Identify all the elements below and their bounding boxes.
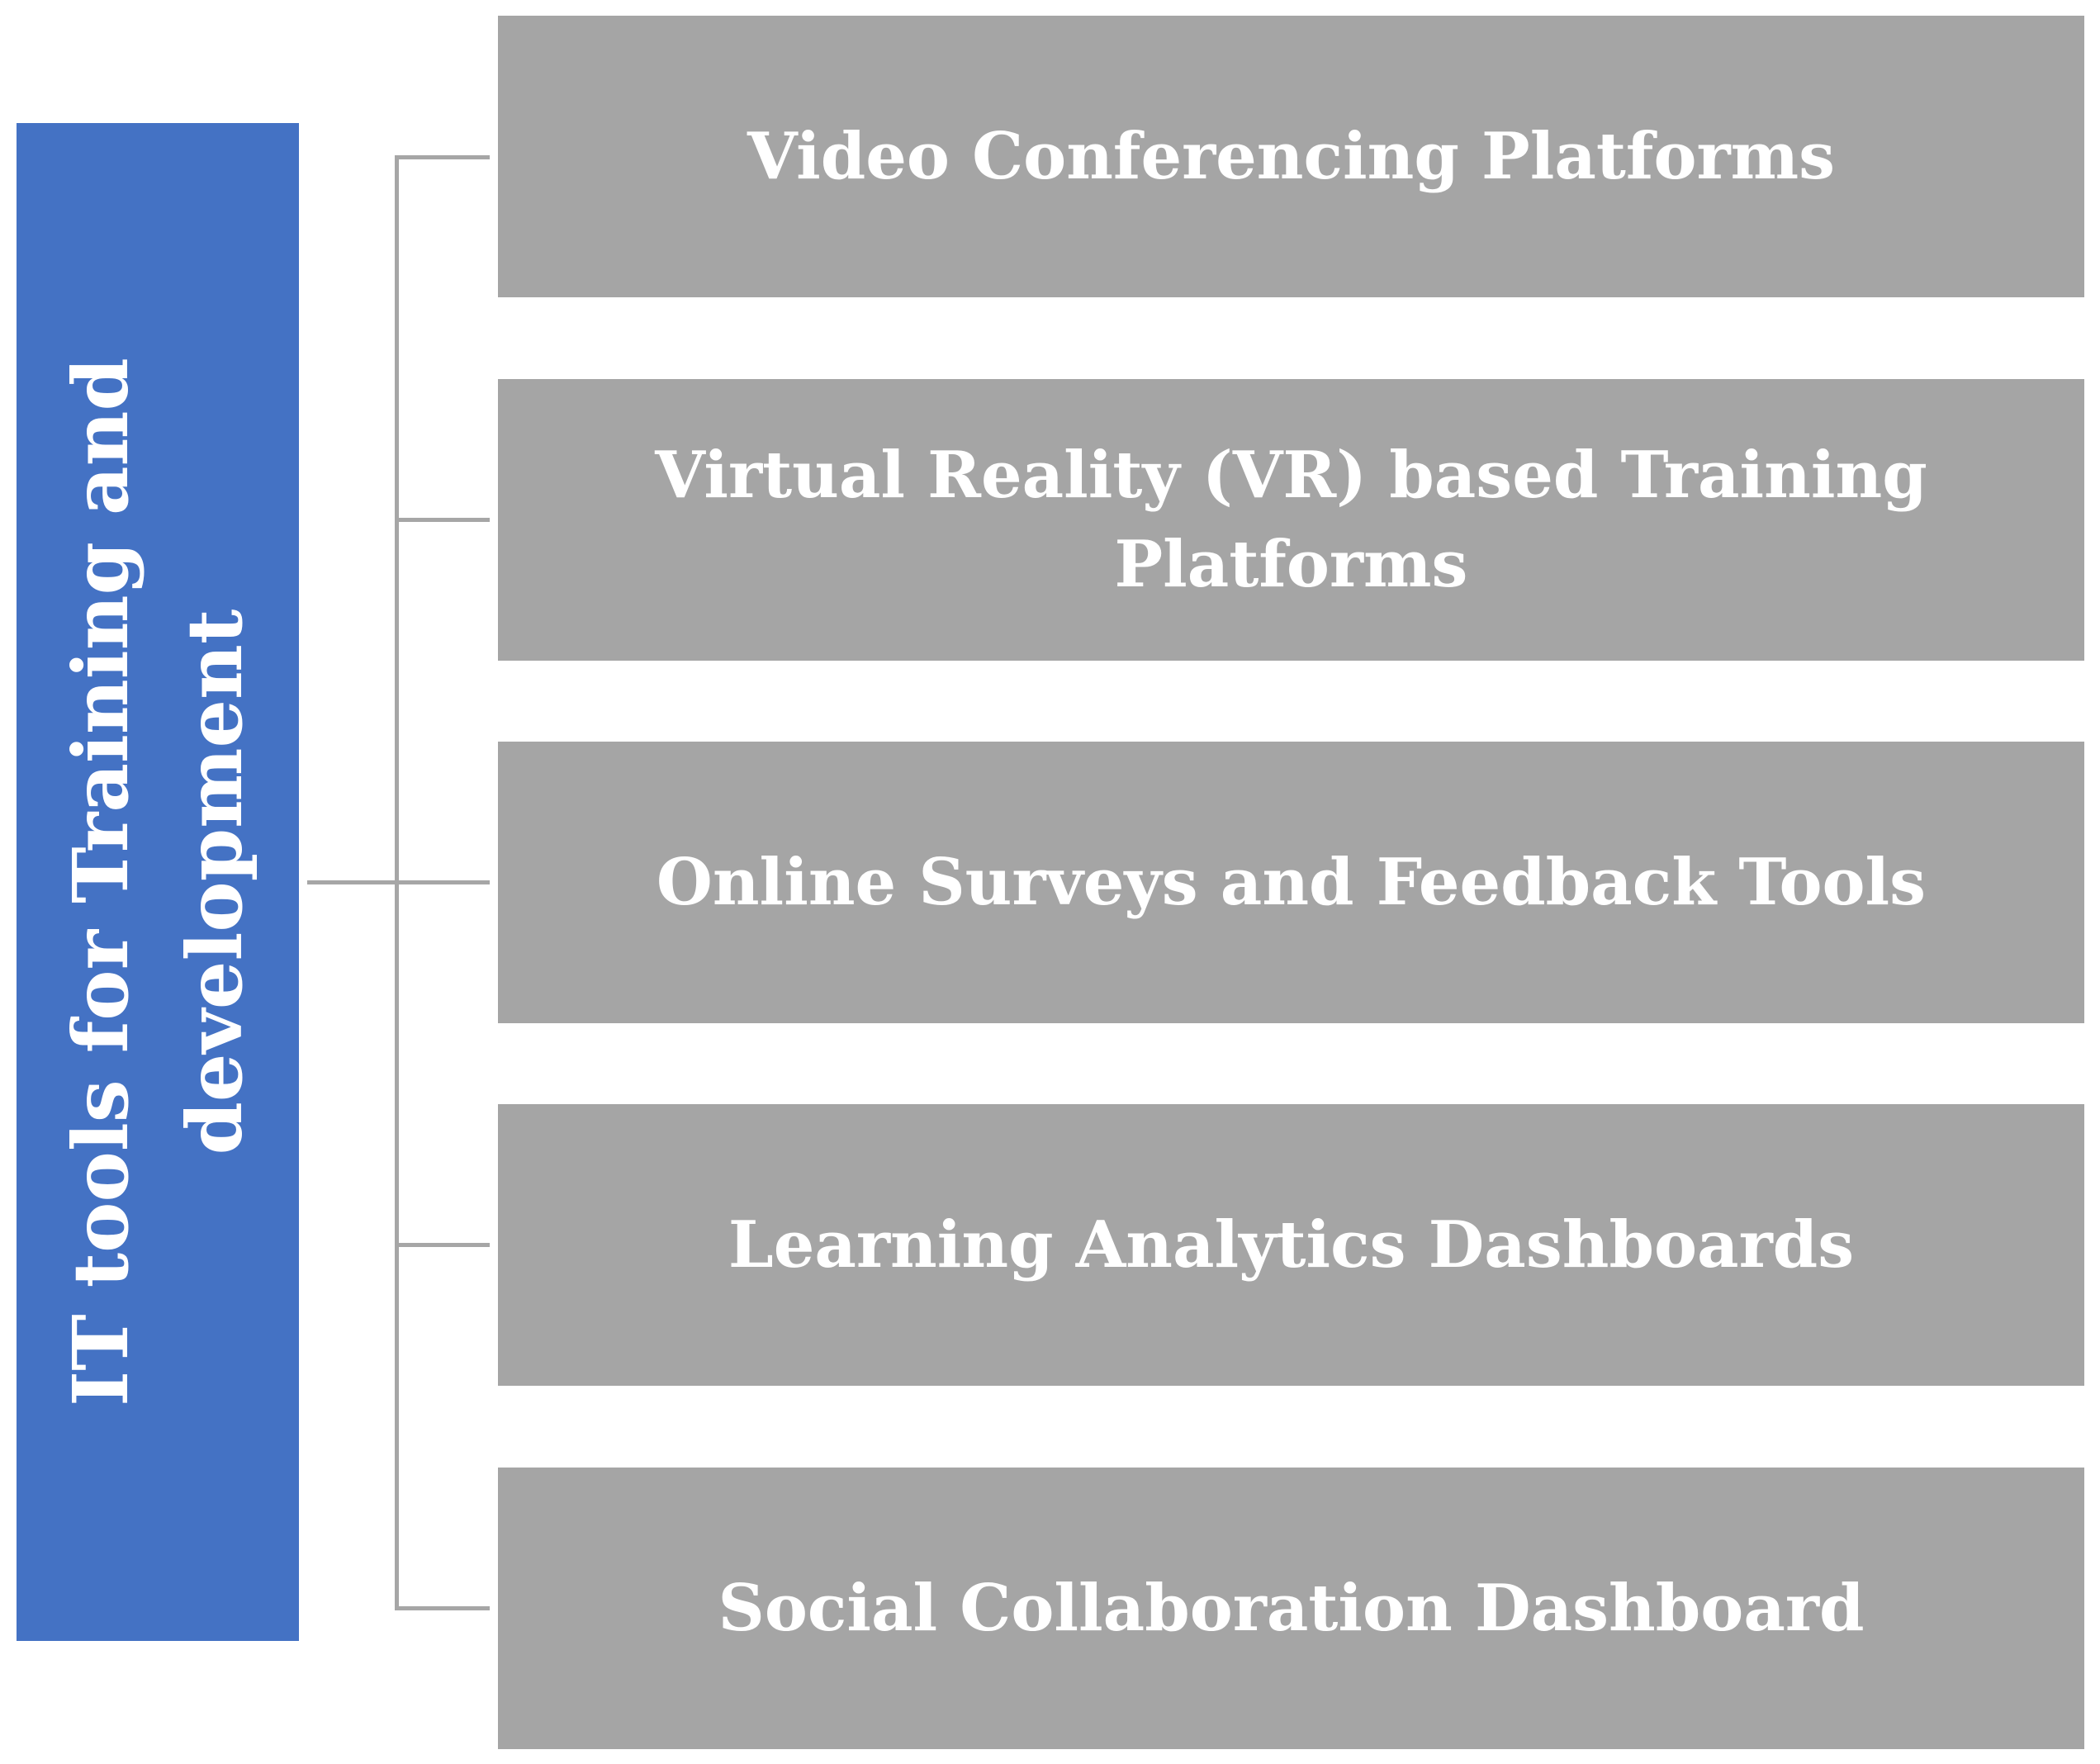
child-node: Online Surveys and Feedback Tools — [498, 742, 2084, 1023]
root-node-label: IT tools for Training and development — [56, 358, 259, 1406]
branch-connector-4 — [395, 1243, 490, 1247]
child-node-label: Social Collaboration Dashboard — [718, 1570, 1865, 1646]
child-node-label: Online Surveys and Feedback Tools — [656, 844, 1927, 920]
branch-connector-1 — [395, 155, 490, 159]
child-node-label: Video Conferencing Platforms — [747, 118, 1836, 194]
branch-connector-3 — [395, 880, 490, 884]
child-node-label: Learning Analytics Dashboards — [728, 1207, 1855, 1283]
child-node-label: Virtual Reality (VR) based Training Plat… — [655, 437, 1927, 602]
child-node: Learning Analytics Dashboards — [498, 1104, 2084, 1386]
child-node: Virtual Reality (VR) based Training Plat… — [498, 379, 2084, 661]
root-node: IT tools for Training and development — [17, 123, 299, 1641]
branch-connector-5 — [395, 1606, 490, 1610]
child-node: Social Collaboration Dashboard — [498, 1468, 2084, 1749]
child-node: Video Conferencing Platforms — [498, 16, 2084, 297]
branch-connector-2 — [395, 518, 490, 522]
root-connector — [307, 880, 396, 884]
